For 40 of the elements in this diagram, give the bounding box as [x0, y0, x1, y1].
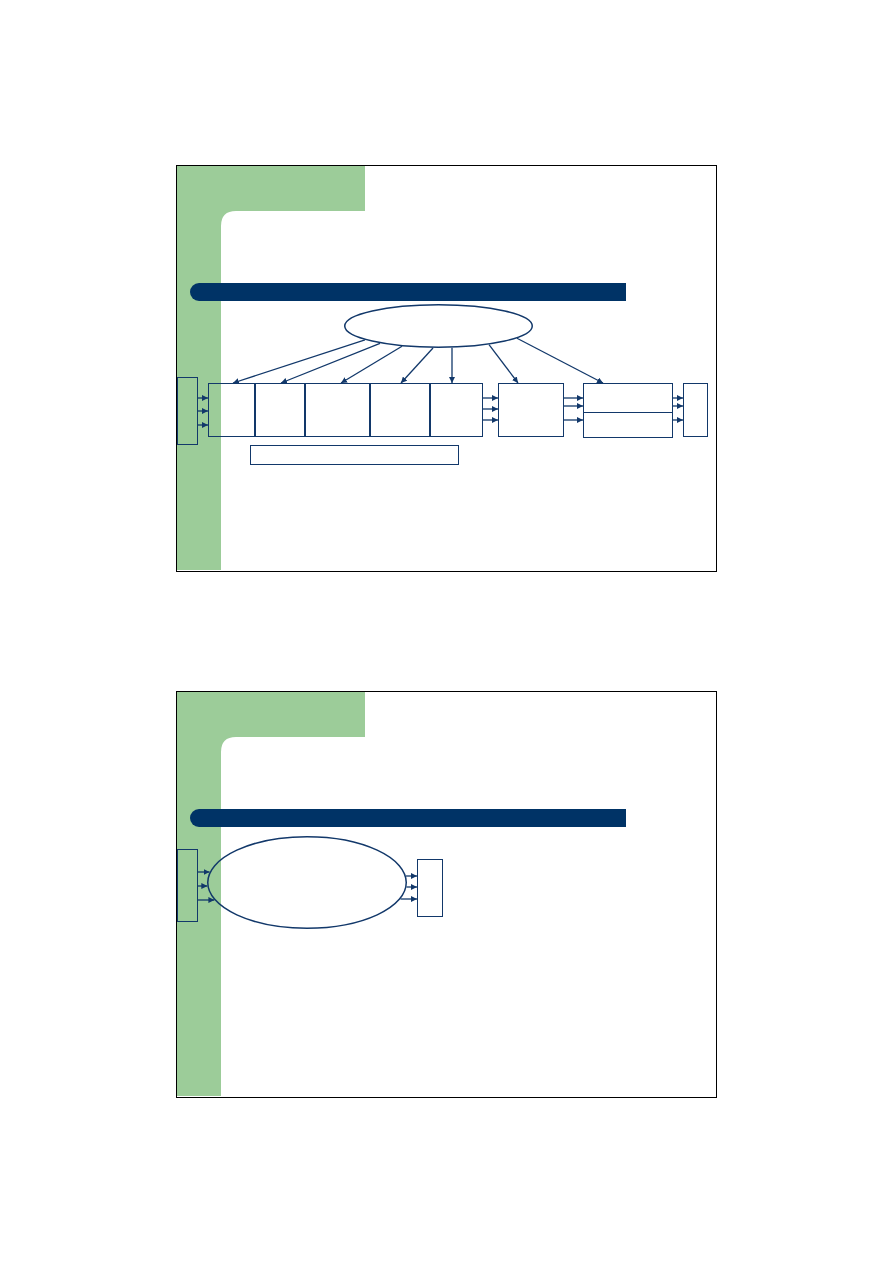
arrow [399, 896, 418, 902]
arrow [482, 395, 499, 401]
arrow [488, 343, 519, 384]
arrow [400, 347, 434, 384]
arrow [672, 403, 684, 409]
empty-box [177, 849, 198, 922]
arrow [197, 395, 209, 401]
arrow [482, 417, 499, 423]
arrow [672, 417, 684, 423]
arrow [405, 873, 418, 879]
ellipse-node [207, 836, 407, 929]
empty-box [177, 377, 198, 445]
arrow [197, 422, 209, 428]
arrow [197, 408, 209, 414]
arrow [482, 406, 499, 412]
empty-box [370, 383, 430, 437]
empty-box [208, 383, 255, 437]
empty-box [583, 411, 673, 438]
arrow [563, 403, 584, 409]
arrow [672, 395, 684, 401]
ellipse-node [344, 304, 533, 348]
arrow [197, 897, 215, 903]
empty-box [583, 383, 673, 413]
arrow [280, 342, 381, 384]
empty-box [417, 859, 443, 917]
arrow [197, 869, 211, 875]
arrow [340, 345, 403, 384]
empty-box [498, 383, 564, 437]
arrow [563, 395, 584, 401]
arrow [197, 883, 208, 889]
empty-box [305, 383, 370, 437]
arrow [449, 347, 455, 384]
arrow [232, 339, 366, 384]
arrow [516, 337, 604, 384]
empty-box [430, 383, 483, 437]
arrow [563, 417, 584, 423]
empty-box [683, 383, 708, 437]
empty-box [250, 445, 459, 465]
arrow [405, 884, 418, 890]
empty-box [255, 383, 305, 437]
